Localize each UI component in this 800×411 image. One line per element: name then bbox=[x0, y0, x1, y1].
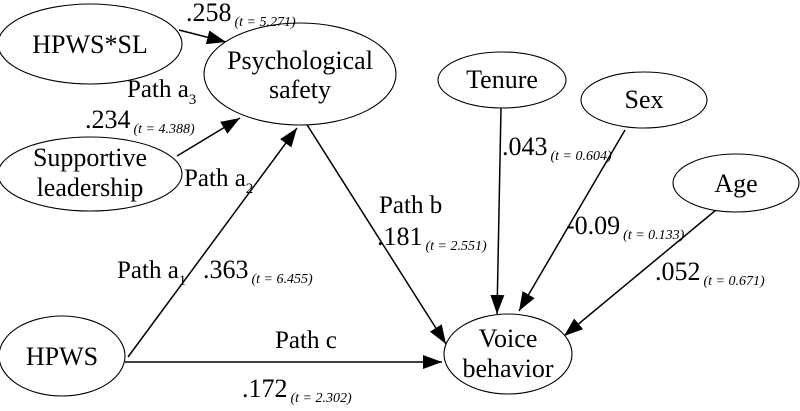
node-hpws-sl: HPWS*SL bbox=[0, 3, 183, 85]
path-name-label-hpws-to-safety: Path a1 bbox=[117, 257, 186, 289]
node-tenure: Tenure bbox=[437, 51, 567, 109]
edge-arrow-hpws-sl-to-safety bbox=[178, 29, 227, 45]
coefficient-label-hpws-to-safety: .363(t = 6.455) bbox=[203, 255, 313, 287]
coefficient-label-sex-to-voice: -0.09(t = 0.133) bbox=[566, 211, 685, 243]
node-ellipse-psychological-safety bbox=[203, 22, 397, 126]
coefficient-label-leadership-to-safety: .234(t = 4.388) bbox=[85, 105, 195, 137]
path-name-label-safety-to-voice: Path b bbox=[379, 192, 442, 219]
node-ellipse-supportive-leadership bbox=[0, 136, 183, 212]
node-ellipse-age bbox=[672, 153, 800, 213]
node-label-age: Age bbox=[714, 169, 757, 198]
coefficient-label-hpws-to-voice: .172(t = 2.302) bbox=[242, 374, 352, 406]
edge-arrow-sex-to-voice bbox=[518, 129, 626, 312]
node-ellipse-hpws-sl bbox=[0, 3, 183, 85]
node-age: Age bbox=[672, 153, 800, 213]
edge-arrow-age-to-voice bbox=[563, 209, 717, 337]
coefficient-label-safety-to-voice: .181(t = 2.551) bbox=[377, 222, 487, 254]
node-label-sex: Sex bbox=[625, 85, 664, 114]
node-ellipse-sex bbox=[580, 71, 708, 129]
edge-arrow-safety-to-voice bbox=[303, 119, 447, 345]
node-label-tenure: Tenure bbox=[466, 65, 538, 94]
path-name-label-hpws-to-voice: Path c bbox=[275, 327, 337, 354]
node-ellipse-tenure bbox=[437, 51, 567, 109]
edge-arrow-tenure-to-voice bbox=[490, 107, 505, 315]
coefficient-label-age-to-voice: .052(t = 0.671) bbox=[655, 257, 765, 289]
path-name-label-leadership-to-safety: Path a2 bbox=[184, 165, 253, 197]
node-label-hpws-sl: HPWS*SL bbox=[32, 30, 148, 59]
coefficient-label-hpws-sl-to-safety: .258(t = 5.271) bbox=[186, 0, 296, 30]
node-sex: Sex bbox=[580, 71, 708, 129]
node-ellipse-voice-behavior bbox=[443, 313, 573, 395]
coefficient-label-tenure-to-voice: .043(t = 0.604) bbox=[502, 132, 612, 164]
node-hpws: HPWS bbox=[0, 315, 126, 397]
node-ellipse-hpws bbox=[0, 315, 126, 397]
path-name-label-hpws-sl-to-safety: Path a3 bbox=[127, 76, 196, 108]
edge-arrow-leadership-to-safety bbox=[176, 117, 241, 157]
node-label-hpws: HPWS bbox=[26, 342, 98, 371]
edge-arrow-hpws-to-safety bbox=[127, 127, 298, 358]
